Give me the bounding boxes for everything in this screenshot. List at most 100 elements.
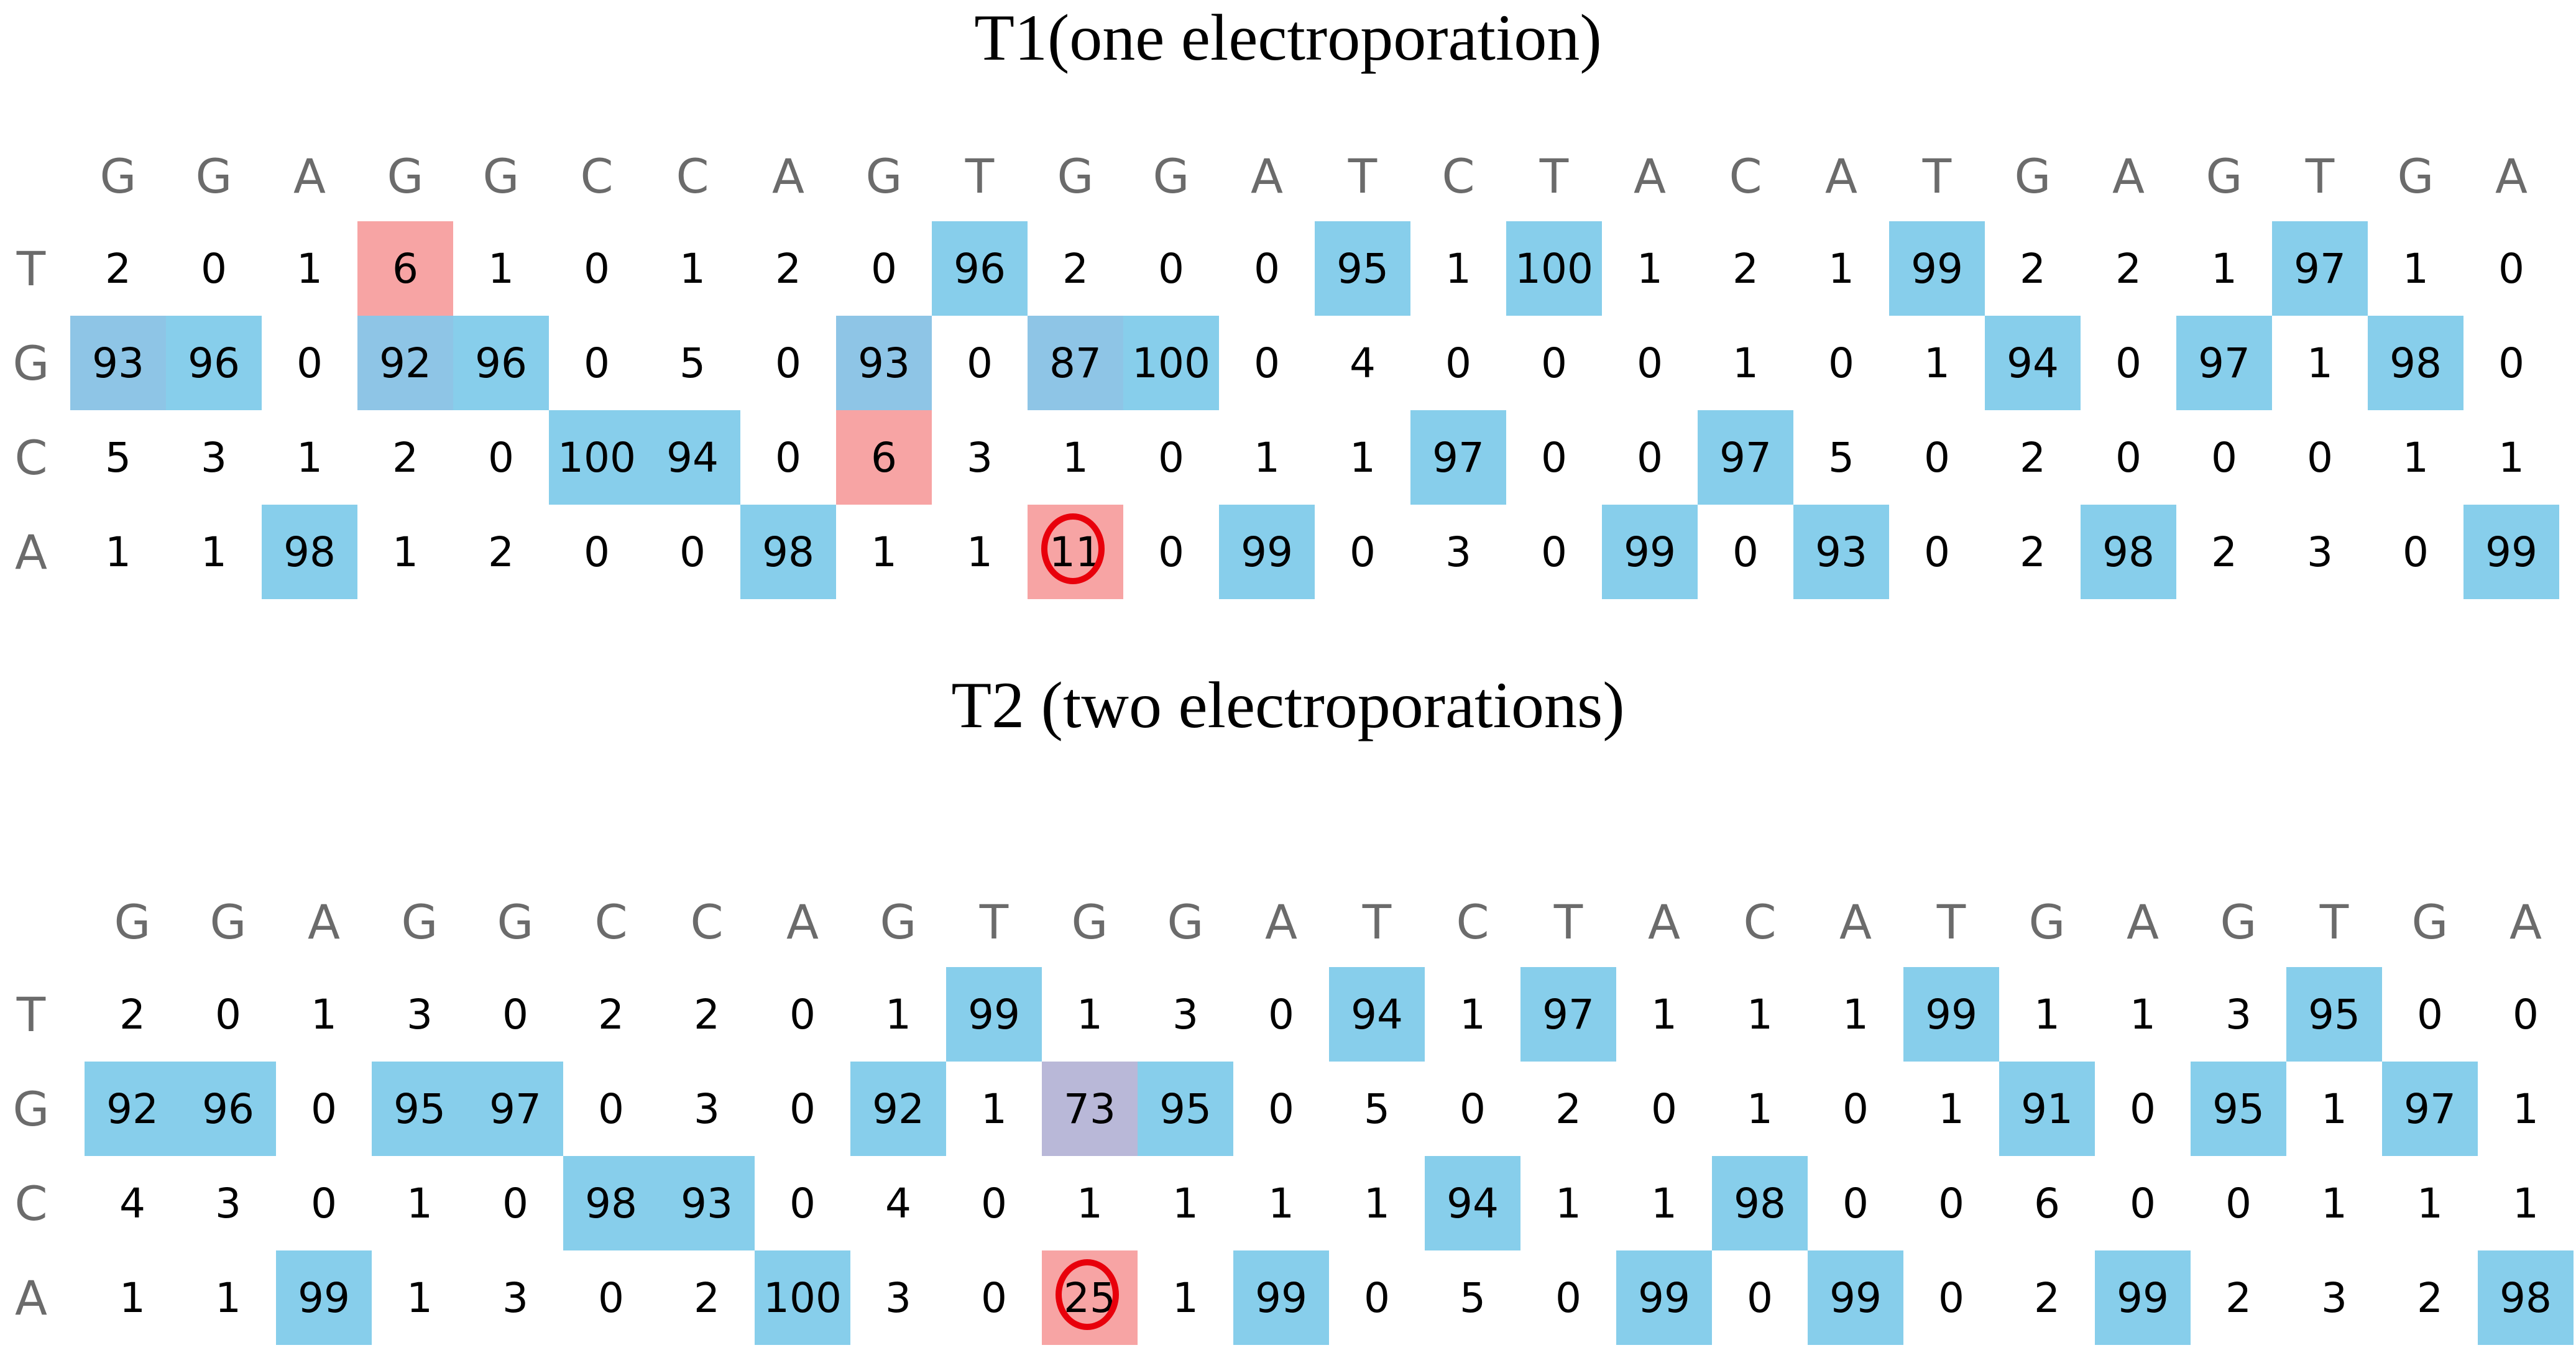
matrix-cell: 1 (1732, 339, 1759, 387)
matrix-cell: 1 (2130, 990, 2156, 1039)
sequence-base: T (2319, 894, 2349, 950)
row-label: A (15, 524, 47, 580)
matrix-cell: 1 (1445, 244, 1471, 293)
matrix-cell: 2 (488, 528, 514, 576)
matrix-cell: 1 (1938, 1085, 1964, 1133)
matrix-cell: 1 (1651, 990, 1677, 1039)
matrix-cell: 1 (2211, 244, 2237, 293)
matrix-cell: 98 (2081, 505, 2176, 599)
matrix-cell: 0 (789, 1179, 816, 1227)
matrix-cell: 99 (1889, 221, 1985, 316)
matrix-cell: 98 (262, 505, 357, 599)
matrix-cell: 99 (2095, 1250, 2191, 1345)
matrix-cell: 0 (967, 339, 993, 387)
matrix-cell: 2 (105, 244, 131, 293)
sequence-base: A (1648, 894, 1680, 950)
matrix-cell: 0 (1254, 244, 1280, 293)
matrix-cell: 2 (2211, 528, 2237, 576)
matrix-cell: 94 (1425, 1156, 1520, 1250)
matrix-cell: 4 (119, 1179, 145, 1227)
matrix-cell: 1 (1172, 1179, 1198, 1227)
matrix-cell: 3 (201, 433, 227, 482)
matrix-cell: 99 (1808, 1250, 1903, 1345)
matrix-cell: 3 (1172, 990, 1198, 1039)
matrix-cell: 2 (392, 433, 418, 482)
sequence-base: T (1553, 894, 1583, 950)
sequence-base: G (209, 894, 247, 950)
matrix-cell: 0 (2417, 990, 2443, 1039)
matrix-cell: 1 (967, 528, 993, 576)
sequence-base: C (1743, 894, 1777, 950)
matrix-cell: 97 (1520, 967, 1616, 1062)
matrix-cell: 3 (967, 433, 993, 482)
matrix-cell: 5 (105, 433, 131, 482)
sequence-base: A (786, 894, 819, 950)
matrix-cell: 3 (407, 990, 433, 1039)
matrix-cell: 96 (453, 316, 549, 410)
matrix-cell: 0 (584, 528, 610, 576)
matrix-cell: 0 (2130, 1085, 2156, 1133)
matrix-cell: 0 (871, 244, 897, 293)
row-label: A (15, 1270, 47, 1326)
matrix-cell: 0 (311, 1179, 337, 1227)
matrix-cell: 98 (1712, 1156, 1808, 1250)
sequence-base: C (1729, 148, 1762, 204)
matrix-cell: 1 (488, 244, 514, 293)
matrix-cell: 5 (1828, 433, 1854, 482)
matrix-cell: 0 (1460, 1085, 1486, 1133)
sequence-base: A (2127, 894, 2159, 950)
matrix-cell: 0 (775, 433, 801, 482)
matrix-cell: 1 (1268, 1179, 1294, 1227)
sequence-base: G (99, 148, 137, 204)
matrix-cell: 0 (502, 1179, 528, 1227)
matrix-cell: 1 (201, 528, 227, 576)
matrix-cell: 95 (2286, 967, 2382, 1062)
matrix-cell: 100 (549, 410, 645, 505)
matrix-cell: 95 (2191, 1062, 2286, 1156)
matrix-cell: 2 (2417, 1273, 2443, 1322)
matrix-cell: 1 (1077, 1179, 1103, 1227)
sequence-base: C (1456, 894, 1489, 950)
matrix-cell: 97 (2176, 316, 2272, 410)
matrix-cell: 93 (659, 1156, 755, 1250)
matrix-cell: 3 (1445, 528, 1471, 576)
matrix-cell: 6 (357, 221, 453, 316)
matrix-cell: 4 (1350, 339, 1376, 387)
matrix-cell: 2 (2034, 1273, 2060, 1322)
matrix-cell: 3 (885, 1273, 911, 1322)
sequence-base: G (2411, 894, 2449, 950)
matrix-cell: 0 (1651, 1085, 1677, 1133)
matrix-cell: 1 (2417, 1179, 2443, 1227)
matrix-cell: 2 (2020, 244, 2046, 293)
matrix-cell: 93 (1793, 505, 1889, 599)
matrix-cell: 1 (2034, 990, 2060, 1039)
matrix-cell: 97 (2382, 1062, 2478, 1156)
matrix-cell: 93 (70, 316, 166, 410)
matrix-cell: 2 (694, 1273, 720, 1322)
matrix-cell: 99 (276, 1250, 372, 1345)
panel-title: T2 (two electroporations) (951, 669, 1625, 741)
matrix-cell: 97 (1410, 410, 1506, 505)
matrix-cell: 2 (119, 990, 145, 1039)
matrix-cell: 0 (775, 339, 801, 387)
row-label: T (16, 241, 46, 296)
matrix-cell: 99 (1219, 505, 1315, 599)
sequence-base: T (1539, 148, 1569, 204)
sequence-base: G (865, 148, 903, 204)
matrix-cell: 93 (836, 316, 932, 410)
matrix-cell: 3 (2307, 528, 2333, 576)
matrix-cell: 94 (1329, 967, 1425, 1062)
matrix-cell: 1 (1077, 990, 1103, 1039)
matrix-cell: 3 (215, 1179, 241, 1227)
sequence-base: G (2220, 894, 2257, 950)
matrix-cell: 1 (2513, 1085, 2539, 1133)
matrix-cell: 1 (2513, 1179, 2539, 1227)
matrix-cell: 99 (1233, 1250, 1329, 1345)
matrix-cell: 2 (2020, 433, 2046, 482)
matrix-cell: 94 (1985, 316, 2081, 410)
matrix-cell: 1 (1364, 1179, 1390, 1227)
matrix-cell: 1 (679, 244, 706, 293)
matrix-cell: 73 (1042, 1062, 1138, 1156)
sequence-base: A (1825, 148, 1857, 204)
matrix-cell: 1 (2321, 1179, 2347, 1227)
